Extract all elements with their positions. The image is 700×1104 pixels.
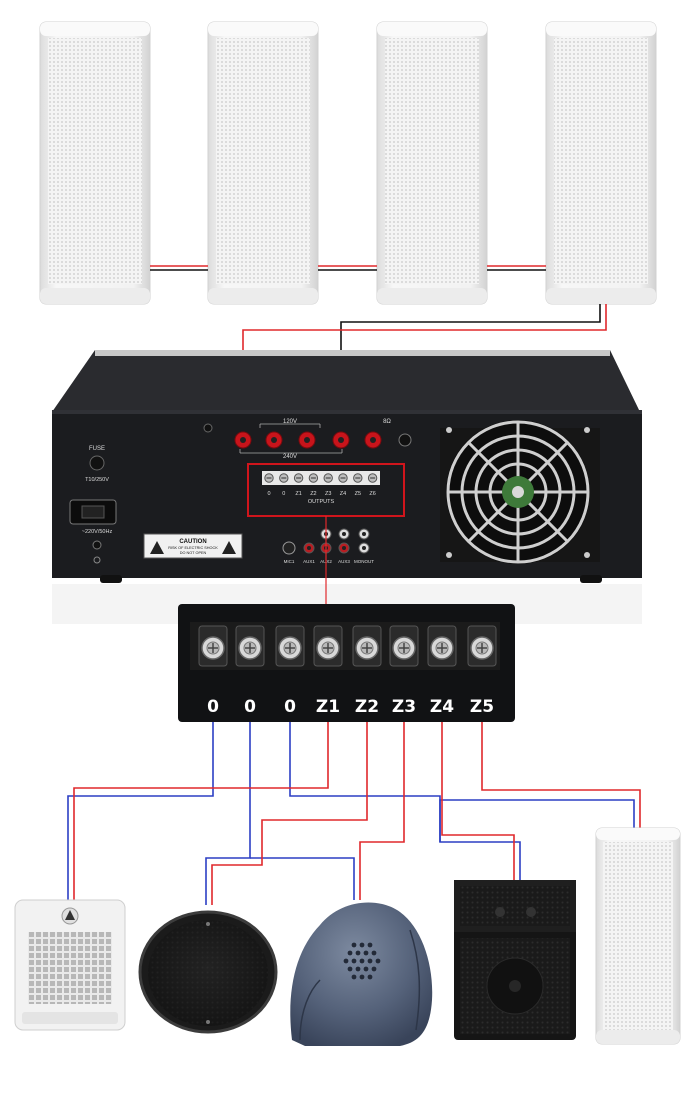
wall-speaker-icon bbox=[14, 899, 126, 1031]
terminal-block-label: Z1 bbox=[316, 697, 340, 717]
rock-grill-hole bbox=[347, 966, 353, 972]
power-label: ~220V/50Hz bbox=[82, 529, 113, 535]
terminal-block-screw bbox=[198, 625, 228, 667]
amplifier-rear-panel: FUSE T10/250V ~220V/50Hz CAUTION RISK OF… bbox=[52, 350, 642, 624]
rock-grill-hole bbox=[351, 958, 357, 964]
rock-grill-hole bbox=[367, 942, 373, 948]
top-column-speakers bbox=[39, 21, 657, 305]
terminal-block-screw bbox=[389, 625, 419, 667]
rock-grill-hole bbox=[351, 942, 357, 948]
rock-speaker-icon bbox=[290, 902, 433, 1046]
fuse-rating: T10/250V bbox=[85, 477, 109, 483]
input-jack-label: AUX3 bbox=[338, 559, 350, 564]
terminal-block-label: 0 bbox=[244, 697, 256, 717]
rca-inputs: MIC1AUX1AUX2AUX3MONOUT bbox=[282, 528, 374, 564]
rock-grill-hole bbox=[359, 942, 365, 948]
ceiling-speaker-icon bbox=[138, 910, 278, 1034]
fuse-holder bbox=[89, 455, 105, 471]
rock-grill-hole bbox=[359, 958, 365, 964]
caution-title: CAUTION bbox=[179, 539, 206, 545]
tap-120v-label: 120V bbox=[283, 419, 297, 425]
outputs-terminal-strip: 0 0 Z1 Z2 Z3 Z4 Z5 Z6 OUTPUTS bbox=[247, 463, 405, 517]
caution-label: CAUTION RISK OF ELECTRIC SHOCK DO NOT OP… bbox=[143, 533, 243, 559]
lower-speaker-wires bbox=[67, 722, 641, 905]
output-terminal-label: 0 bbox=[282, 491, 285, 497]
fan-icon bbox=[440, 420, 600, 564]
caution-line2: DO NOT OPEN bbox=[180, 551, 207, 555]
speaker-taps: 120V 240V 8Ω bbox=[203, 419, 412, 460]
terminal-block-label: 0 bbox=[207, 697, 219, 717]
column-speaker-icon bbox=[376, 21, 488, 305]
terminal-block-screw bbox=[313, 625, 343, 667]
terminal-block-screw bbox=[427, 625, 457, 667]
mic-input-jack bbox=[282, 541, 296, 555]
column-speaker-icon bbox=[545, 21, 657, 305]
rock-grill-hole bbox=[343, 958, 349, 964]
output-terminal-label: Z5 bbox=[355, 491, 361, 497]
rock-grill-hole bbox=[375, 958, 381, 964]
rock-grill-hole bbox=[367, 958, 373, 964]
rock-grill-hole bbox=[371, 950, 377, 956]
terminal-block-screw bbox=[467, 625, 497, 667]
output-terminal-label: Z6 bbox=[369, 491, 375, 497]
rock-grill-hole bbox=[359, 974, 365, 980]
terminal-block-screw bbox=[352, 625, 382, 667]
column-speaker-icon bbox=[207, 21, 319, 305]
terminal-block-screw bbox=[235, 625, 265, 667]
tap-8ohm-label: 8Ω bbox=[383, 419, 391, 425]
tap-240v-label: 240V bbox=[283, 454, 297, 460]
terminal-block-label: Z2 bbox=[355, 697, 379, 717]
terminal-block: 0 0 0 Z1 Z2 Z3 Z4 Z5 bbox=[178, 604, 515, 722]
terminal-block-label: Z5 bbox=[470, 697, 494, 717]
input-jack-label: MONOUT bbox=[354, 559, 374, 564]
output-terminal-label: 0 bbox=[267, 491, 270, 497]
ground-icon bbox=[93, 556, 101, 564]
rock-grill-hole bbox=[367, 974, 373, 980]
outputs-label: OUTPUTS bbox=[308, 499, 335, 505]
fuse-label: FUSE bbox=[89, 446, 105, 452]
output-terminal-label: Z3 bbox=[325, 491, 331, 497]
rock-grill-hole bbox=[363, 950, 369, 956]
rock-grill-hole bbox=[355, 950, 361, 956]
output-terminal-label: Z2 bbox=[310, 491, 316, 497]
rock-grill-hole bbox=[347, 950, 353, 956]
column-speaker-icon bbox=[595, 827, 681, 1045]
output-terminal-label: Z1 bbox=[295, 491, 301, 497]
rock-grill-hole bbox=[355, 966, 361, 972]
terminal-block-screw bbox=[275, 625, 305, 667]
terminal-block-label: Z3 bbox=[392, 697, 416, 717]
rock-grill-hole bbox=[351, 974, 357, 980]
terminal-block-label: 0 bbox=[284, 697, 296, 717]
output-terminal-label: Z4 bbox=[340, 491, 346, 497]
terminal-block-label: Z4 bbox=[430, 697, 454, 717]
rock-grill-hole bbox=[363, 966, 369, 972]
column-speaker-icon bbox=[39, 21, 151, 305]
input-jack-label: MIC1 bbox=[284, 559, 295, 564]
input-jack-label: AUX1 bbox=[303, 559, 315, 564]
box-speaker-icon bbox=[454, 880, 576, 1040]
rock-grill-hole bbox=[371, 966, 377, 972]
caution-line1: RISK OF ELECTRIC SHOCK bbox=[168, 546, 218, 550]
